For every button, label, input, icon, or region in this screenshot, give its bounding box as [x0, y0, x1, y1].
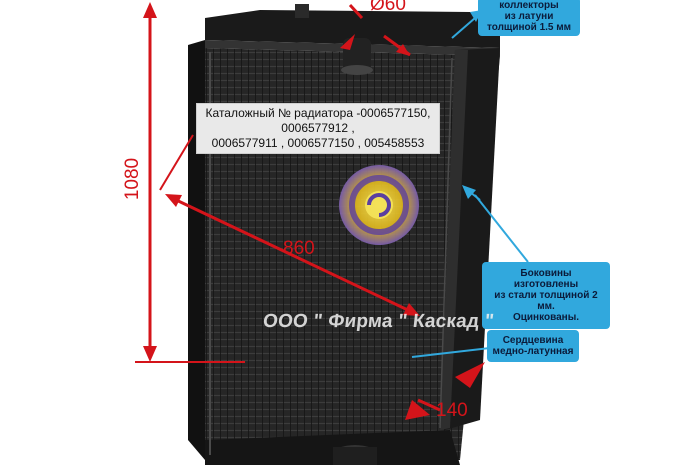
height-dimension-label: 1080 [122, 157, 143, 201]
core-callout-line-2: медно-латунная [492, 346, 574, 357]
catalog-line-1: Каталожный № радиатора -0006577150, 0006… [205, 106, 431, 135]
core-callout: Сердцевина медно-латунная [487, 330, 579, 362]
collector-callout-line-3: толщиной 1.5 мм [486, 22, 572, 33]
side-panels-callout: Боковины изготовлены из стали толщиной 2… [482, 262, 610, 329]
collector-callout: коллекторы из латуни толщиной 1.5 мм [478, 0, 580, 36]
company-logo [339, 165, 419, 245]
dimension-lines [135, 2, 485, 420]
company-watermark: ООО " Фирма " Каскад " [261, 311, 496, 332]
catalog-number-label: Каталожный № радиатора -0006577150, 0006… [196, 103, 440, 154]
side-panels-callout-line-1: Боковины изготовлены [513, 268, 579, 290]
catalog-line-2: 0006577911 , 0006577150 , 005458553 [211, 136, 425, 150]
pipe-diameter-label: Ø60 [370, 0, 406, 15]
collector-callout-line-1: коллекторы [499, 0, 559, 11]
side-panels-callout-line-2: из стали толщиной 2 мм. [494, 290, 598, 312]
depth-dimension-label: 140 [436, 400, 468, 421]
collector-callout-line-2: из латуни [504, 11, 554, 22]
side-panels-callout-line-3: Оцинкованы. [512, 312, 580, 323]
radiator-body [188, 4, 500, 465]
core-callout-line-1: Сердцевина [502, 335, 564, 346]
width-dimension-label: 860 [283, 238, 315, 259]
